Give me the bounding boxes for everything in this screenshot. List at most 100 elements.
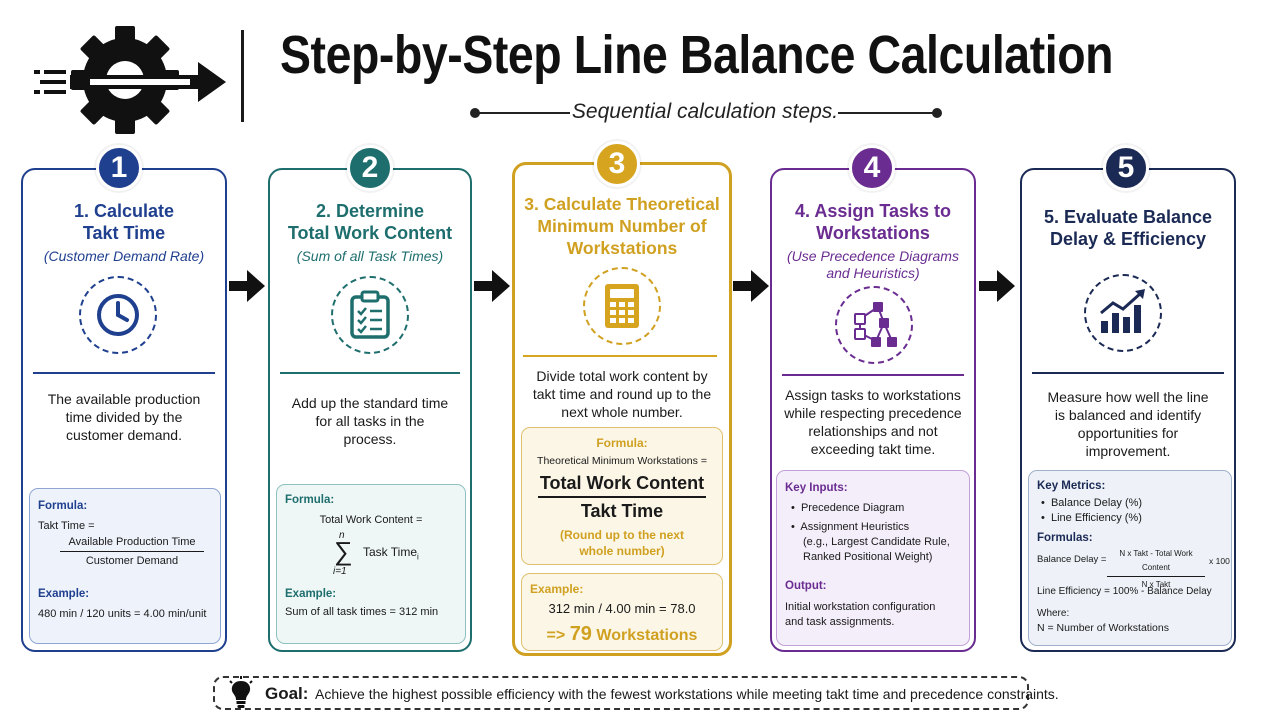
step-1-example-label: Example: (38, 588, 90, 600)
step-4-input2: • Assignment Heuristics (791, 521, 910, 533)
goal-label: Goal: (265, 684, 309, 703)
step-3-result-number: 79 (569, 623, 592, 645)
flow-diagram-icon (854, 302, 897, 347)
step-3-title-line1: 3. Calculate Theoretical (524, 194, 720, 214)
step-4-output-line1: Initial workstation configuration (785, 601, 936, 613)
step-5-metrics-label: Key Metrics: (1037, 480, 1106, 492)
step-3-formula-lhs: Theoretical Minimum Workstations = (537, 455, 707, 467)
step-3-desc-line3: next whole number. (561, 404, 683, 420)
step-2-icon-circle (331, 276, 409, 354)
step-4-subtitle-line2: and Heuristics) (826, 265, 920, 281)
step-4-input2-text: Assignment Heuristics (800, 521, 910, 533)
step-2-formula-lhs: Total Work Content = (319, 514, 423, 526)
step-5-separator (1032, 372, 1224, 374)
page-title: Step-by-Step Line Balance Calculation (280, 25, 1114, 85)
step-5-where-text: N = Number of Workstations (1037, 622, 1169, 634)
step-2-card: 2. Determine Total Work Content (Sum of … (268, 168, 472, 652)
step-1-badge: 1 (96, 145, 142, 191)
step-5-card: 5. Evaluate Balance Delay & Efficiency M… (1020, 168, 1236, 652)
step-5-desc-line1: Measure how well the line (1047, 389, 1209, 405)
step-4-output-label: Output: (785, 580, 827, 592)
step-3-separator (523, 355, 717, 357)
step-4-input1: • Precedence Diagram (791, 502, 905, 514)
step-1-example-text: 480 min / 120 units = 4.00 min/unit (38, 608, 207, 620)
step-5-icon-circle (1084, 274, 1162, 352)
gear-arrow-icon (34, 26, 226, 134)
subtitle-row: Sequential calculation steps. (470, 100, 942, 126)
step-4-inputs-box: Key Inputs: • Precedence Diagram • Assig… (776, 470, 970, 646)
step-1-icon-circle (79, 276, 157, 354)
step-1-separator (33, 372, 215, 374)
arrow-right-icon (229, 270, 265, 302)
step-1-desc-line1: The available production (47, 391, 201, 407)
step-5-le-formula: Line Efficiency = 100% - Balance Delay (1037, 586, 1212, 597)
step-2-formula-box: Formula: Total Work Content = n ∑ i=1 Ta… (276, 484, 466, 644)
step-5-bd-numerator: N x Takt - Total Work Content (1107, 547, 1205, 577)
step-3-formula-label: Formula: (596, 436, 648, 450)
step-2-subtitle: (Sum of all Task Times) (296, 248, 444, 264)
step-2-separator (280, 372, 460, 374)
step-2-desc-line1: Add up the standard time (291, 395, 449, 411)
step-2-example-label: Example: (285, 588, 337, 600)
step-3-example-text: 312 min / 4.00 min = 78.0 (548, 601, 696, 616)
step-1-desc-line2: time divided by the (65, 409, 183, 425)
step-3-icon-circle (583, 267, 661, 345)
step-2-sum-top: n (339, 530, 345, 541)
step-3-formula-box: Formula: Theoretical Minimum Workstation… (521, 427, 723, 565)
lightbulb-icon (229, 676, 253, 708)
step-2-sum-term-text: Task Time (363, 545, 418, 559)
step-3-card: 3. Calculate Theoretical Minimum Number … (512, 162, 732, 656)
step-5-metric1-text: Balance Delay (%) (1050, 497, 1143, 509)
step-1-formula-denominator: Customer Demand (85, 555, 179, 567)
step-5-bd-multiplier: x 100 (1209, 556, 1230, 566)
step-1-desc-line3: customer demand. (66, 427, 182, 443)
step-3-desc-line1: Divide total work content by (536, 368, 708, 384)
step-1-card: 1. Calculate Takt Time (Customer Demand … (21, 168, 227, 652)
step-1-title-line2: Takt Time (82, 223, 166, 243)
step-4-output-line2: and task assignments. (785, 616, 895, 628)
step-2-sum-term-subscript: i (417, 552, 419, 562)
step-3-round-note-line2: whole number) (579, 544, 665, 558)
step-5-desc-line3: opportunities for (1077, 425, 1179, 441)
arrow-right-icon (979, 270, 1015, 302)
step-3-result-word: Workstations (596, 627, 698, 644)
step-4-separator (782, 374, 964, 376)
step-4-subtitle-line1: (Use Precedence Diagrams (787, 248, 959, 264)
step-1-formula-numerator: Available Production Time (60, 535, 204, 552)
step-5-title-line2: Delay & Efficiency (1049, 229, 1207, 249)
step-4-title-line2: Workstations (816, 223, 930, 243)
step-1-title-line1: 1. Calculate (73, 201, 175, 221)
step-3-formula-denominator: Takt Time (580, 501, 664, 521)
step-4-icon-circle (835, 286, 913, 364)
step-2-desc-line2: for all tasks in the (315, 413, 425, 429)
step-4-badge: 4 (849, 145, 895, 191)
step-4-desc-line3: relationships and not (808, 423, 938, 439)
step-5-badge: 5 (1103, 145, 1149, 191)
step-1-formula-fraction: Available Production Time Customer Deman… (60, 535, 204, 568)
goal-banner: Goal: Achieve the highest possible effic… (213, 676, 1059, 710)
step-5-title-line1: 5. Evaluate Balance (1043, 207, 1213, 227)
goal-text: Achieve the highest possible efficiency … (315, 686, 1059, 702)
step-4-desc-line1: Assign tasks to workstations (785, 387, 961, 403)
step-5-bd-denominator: N x Takt (1141, 580, 1171, 589)
step-4-card: 4. Assign Tasks to Workstations (Use Pre… (770, 168, 976, 652)
step-1-formula-box: Formula: Takt Time = Available Productio… (29, 488, 221, 644)
step-5-where-label: Where: (1037, 608, 1070, 619)
step-3-desc-line2: takt time and round up to the (532, 386, 712, 402)
step-1-formula-label: Formula: (38, 500, 88, 512)
step-2-sum-symbol: ∑ (334, 536, 353, 566)
step-3-title-line3: Workstations (566, 238, 678, 258)
step-2-sum-term: Task Timei (363, 545, 419, 564)
header-divider (241, 30, 244, 122)
step-2-desc-line3: process. (343, 431, 397, 447)
step-3-example-box: Example: 312 min / 4.00 min = 78.0 => 79… (521, 573, 723, 651)
step-3-title-line2: Minimum Number of (537, 216, 707, 236)
step-5-metric1: • Balance Delay (%) (1041, 497, 1143, 509)
step-3-result: => 79 Workstations (522, 624, 722, 646)
step-2-title-line1: 2. Determine (315, 201, 425, 221)
step-4-inputs-label: Key Inputs: (785, 482, 848, 494)
step-5-metrics-box: Key Metrics: • Balance Delay (%) • Line … (1028, 470, 1232, 646)
step-5-bd-lhs: Balance Delay = (1037, 554, 1107, 565)
step-3-badge: 3 (594, 141, 640, 187)
step-4-input1-text: Precedence Diagram (800, 502, 905, 514)
